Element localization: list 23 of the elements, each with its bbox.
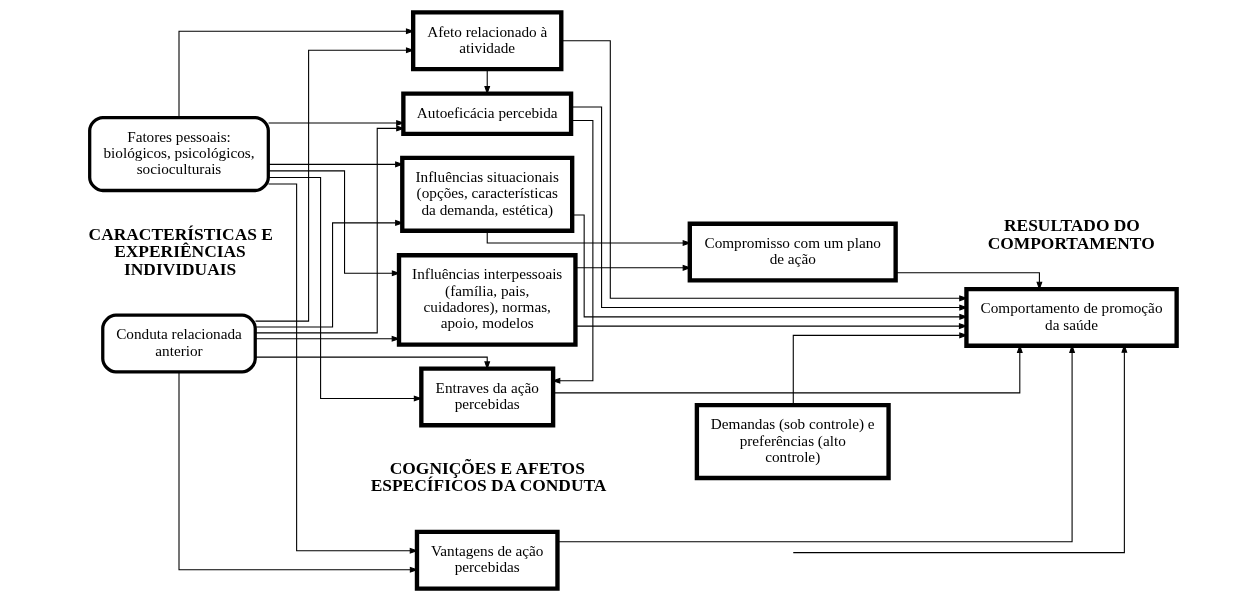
arrow	[268, 176, 423, 402]
arrow	[570, 106, 968, 311]
arrow	[254, 125, 405, 334]
label: RESULTADO DO COMPORTAMENTO	[987, 215, 1155, 253]
node-box: Vantagens de ação percebidas	[414, 529, 560, 591]
node-box: Entraves da ação percebidas	[419, 366, 556, 428]
arrow	[268, 119, 405, 127]
node-box: Conduta relacionada anterior	[101, 313, 257, 374]
node-box: Afeto relacionado à atividade	[411, 10, 564, 72]
arrow	[560, 40, 968, 302]
arrow	[268, 161, 404, 168]
node-box: Fatores pessoais: biológicos, psicológicos, socioculturais	[88, 115, 270, 193]
node-box: Compromisso com um plano de ação	[687, 221, 898, 283]
node-box: Demandas (sob controle) e preferências (alto controle)	[694, 402, 891, 481]
node-box: Influências situacionais (opções, características da demanda, estética)	[400, 155, 575, 233]
label: CARACTERÍSTICAS E EXPERIÊNCIAS INDIVIDUAIS	[88, 223, 273, 279]
arrow	[792, 332, 968, 406]
label: COGNIÇÕES E AFETOS ESPECÍFICOS DA CONDUTA	[370, 458, 607, 496]
arrow	[575, 323, 968, 330]
node-box: Influências interpessoais (família, pais, cuidadores), normas, apoio, modelos	[396, 253, 578, 347]
node-box: Comportamento de promoção da saúde	[964, 286, 1179, 348]
arrow	[254, 219, 404, 328]
node-box: Autoeficácia percebida	[401, 91, 574, 137]
